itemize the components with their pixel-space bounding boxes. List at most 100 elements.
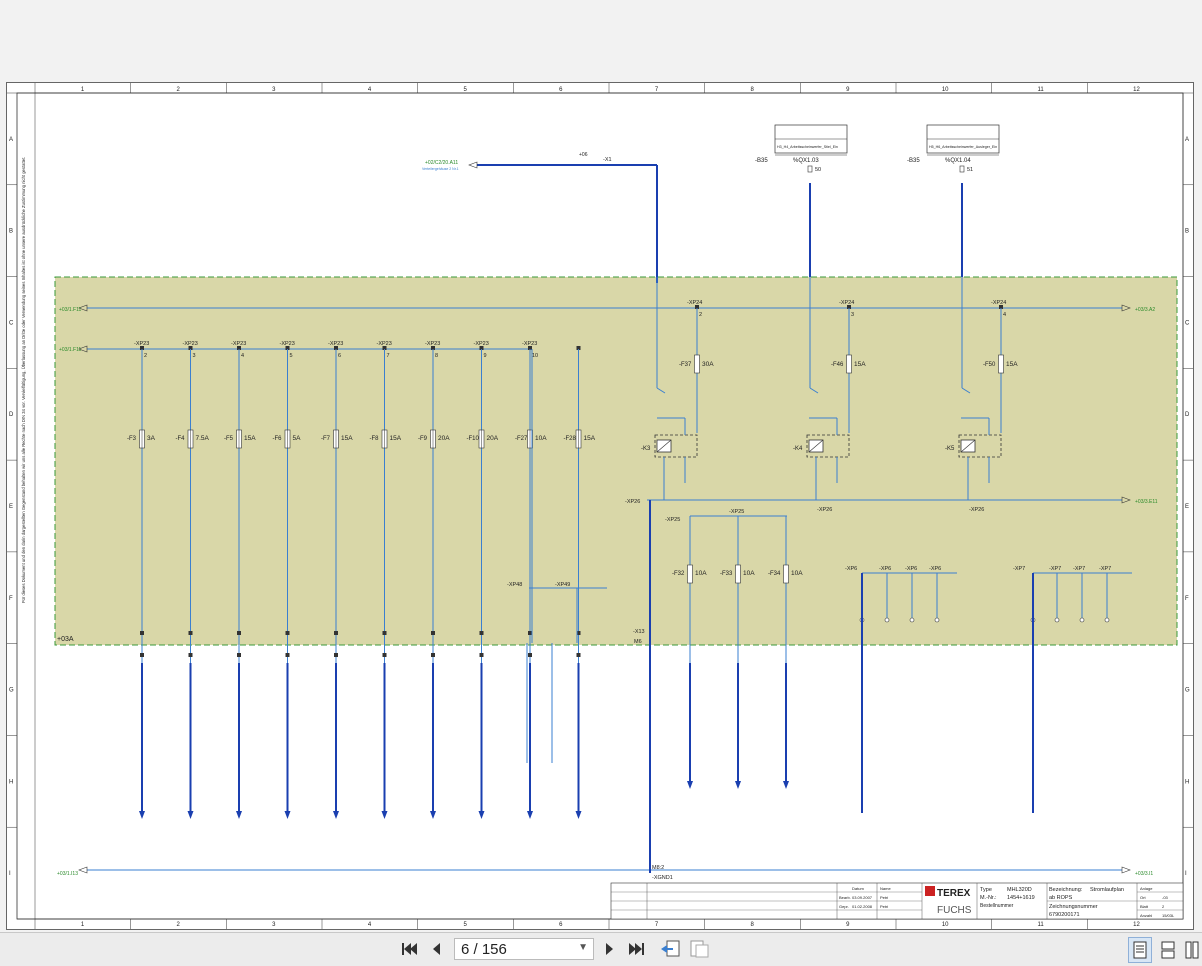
column-number-bottom: 10 (942, 922, 949, 928)
row-letter-right: F (1185, 596, 1189, 602)
column-number-top: 1 (81, 87, 85, 93)
plc-output-name: H3_H4_Arbeitsscheinwerfer_Stiel_Ein (777, 145, 838, 149)
fuse-xp-pin: 6 (338, 353, 341, 359)
column-number-bottom: 1 (81, 922, 85, 928)
column-number-bottom: 12 (1133, 922, 1140, 928)
tb-znr-label: Zeichnungsnummer (1049, 904, 1098, 910)
x13-label: -X13 (633, 629, 645, 635)
page-number-select[interactable]: 6 / 156 ▼ (454, 938, 594, 960)
fuse-xp-label: -XP23 (183, 341, 198, 347)
facing-view-button[interactable] (1182, 937, 1202, 963)
plc-output-pin: 50 (815, 167, 821, 173)
fuse-tag: -F3 (127, 436, 137, 442)
fuse-rating: 7.5A (196, 435, 210, 442)
ref-i-left: +03/1.I13 (57, 871, 78, 877)
plc-output-address: %QX1.04 (945, 158, 971, 164)
x06-label: +06 (579, 152, 588, 158)
column-number-bottom: 8 (751, 922, 755, 928)
fuse-tag: -F4 (176, 436, 186, 442)
fuse-rating: 15A (244, 435, 256, 442)
fuse-xp-pin: 9 (484, 353, 487, 359)
last-page-icon (629, 943, 644, 955)
last-page-button[interactable] (626, 938, 648, 960)
tb-gepr: Gepr. (839, 904, 849, 909)
column-number-top: 5 (464, 87, 468, 93)
fuse-rating: 3A (147, 435, 156, 442)
fuse-xp-label: -XP23 (474, 341, 489, 347)
single-page-view-button[interactable] (1128, 937, 1152, 963)
plc-output-box: H3_H4_Arbeitsscheinwerfer_Stiel_Ein %QX1.… (755, 124, 848, 173)
relay-xp24-pin: 2 (699, 312, 702, 318)
relay-tag: -K5 (945, 446, 955, 452)
fuse-rating: 10A (743, 570, 755, 577)
plc-output-box: H5_H6_Arbeitsscheinwerfer_Ausleger_Ein%Q… (907, 124, 1000, 173)
xp26-label: -XP26 (969, 507, 984, 513)
fuse-xp-pin: 5 (290, 353, 293, 359)
xp6-label: -XP6 (905, 566, 917, 572)
fuse-xp-label: -XP23 (522, 341, 537, 347)
fuse-xp-pin: 2 (144, 353, 147, 359)
title-block: Datum Name Bearb. 03.09.2007 Petri Gepr.… (610, 882, 1184, 920)
fuse-rating: 10A (535, 435, 547, 442)
fuse-xp-label: -XP23 (377, 341, 392, 347)
column-number-top: 4 (368, 87, 372, 93)
fuse-rating: 15A (341, 435, 353, 442)
go-forward-button[interactable] (688, 938, 712, 960)
fuse-xp-pin: 8 (435, 353, 438, 359)
tb-datum1: 03.09.2007 (852, 895, 873, 900)
relay-fuse-rating: 15A (854, 361, 866, 368)
tb-type-value: MHL320D (1007, 887, 1032, 893)
column-number-bottom: 5 (464, 922, 468, 928)
xp7-label: -XP7 (1073, 566, 1085, 572)
previous-page-button[interactable] (426, 938, 446, 960)
row-letter-right: B (1185, 229, 1189, 235)
tb-ab: ab ROPS (1049, 895, 1073, 901)
row-letter-left: F (9, 596, 13, 602)
tb-blatt: 2 (1162, 904, 1165, 909)
row-letter-left: G (9, 688, 14, 694)
fuse-tag: -F9 (418, 436, 428, 442)
ref-i-right: +03/3.I1 (1135, 871, 1153, 877)
fuse-rating: 10A (791, 570, 803, 577)
tb-anzahl: 15/03L (1162, 913, 1175, 918)
next-page-icon (606, 943, 613, 955)
plc-output-address: %QX1.03 (793, 158, 819, 164)
tb-znr: 6790200171 (1049, 912, 1080, 918)
tb-bearb: Bearb. (839, 895, 851, 900)
tb-ort: -03 (1162, 895, 1169, 900)
next-page-button[interactable] (600, 938, 620, 960)
continuous-view-button[interactable] (1156, 937, 1180, 963)
column-number-top: 2 (177, 87, 181, 93)
column-number-top: 6 (559, 87, 563, 93)
first-page-button[interactable] (398, 938, 420, 960)
relay-xp24-pin: 4 (1003, 312, 1006, 318)
tb-name2: Petri (880, 904, 888, 909)
go-forward-icon (690, 940, 709, 958)
ref-c-top: +03/1.F11 (59, 307, 82, 313)
first-page-icon (402, 943, 417, 955)
tb-datum-hdr: Datum (852, 886, 864, 891)
relay-tag: -K3 (641, 446, 651, 452)
top-ref-label: Verteilergehäuse 2 Nr.1 (422, 167, 459, 171)
fuse-rating: 15A (584, 435, 596, 442)
relay-fuse-tag: -F37 (679, 362, 692, 368)
tb-blatt-label: Blatt (1140, 904, 1149, 909)
column-number-bottom: 9 (846, 922, 850, 928)
tb-name-hdr: Name (880, 886, 891, 891)
xp6-label: -XP6 (929, 566, 941, 572)
plc-block-tag: -B35 (755, 158, 768, 164)
distribution-area (54, 276, 1178, 646)
relay-xp24-label: -XP24 (991, 300, 1006, 306)
area-label: +03A (57, 636, 74, 643)
go-back-button[interactable] (658, 938, 682, 960)
